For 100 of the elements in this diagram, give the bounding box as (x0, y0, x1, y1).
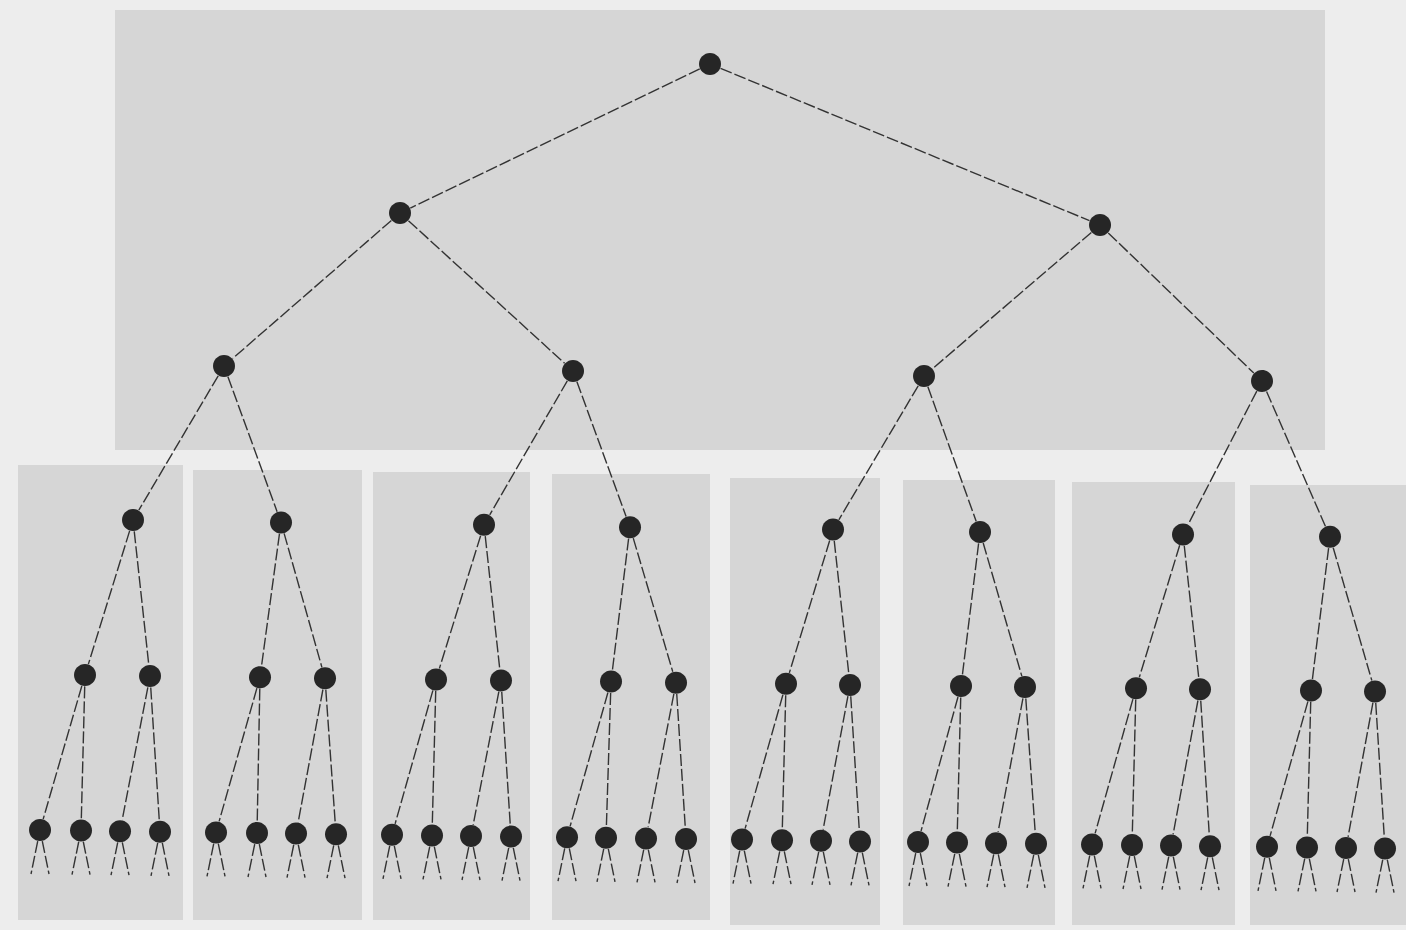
connector-line (1094, 698, 1134, 835)
connector-line (394, 689, 434, 825)
connector-line (557, 847, 566, 882)
connector-line (138, 375, 219, 511)
connector-line (110, 841, 119, 876)
connector-line (781, 694, 787, 830)
connector-line (958, 853, 967, 888)
tree-node (490, 669, 512, 692)
tree-node (205, 821, 227, 844)
connector-line (30, 840, 39, 875)
connector-line (407, 220, 566, 364)
tree-node (285, 822, 307, 845)
connector-line (788, 539, 831, 674)
tree-node (70, 819, 92, 842)
tree-node (1374, 837, 1396, 860)
tree-node (1199, 835, 1221, 858)
connector-line (227, 376, 278, 513)
connector-line (576, 381, 627, 518)
connector-line (80, 685, 86, 820)
connector-line (838, 385, 919, 521)
connector-line (1093, 854, 1102, 890)
connector-line (744, 694, 784, 830)
tree-node (460, 825, 482, 847)
tree-node (1014, 676, 1036, 699)
tree-node (1160, 834, 1182, 857)
connector-line (611, 537, 630, 671)
tree-node (1319, 525, 1341, 548)
tree-node (249, 666, 271, 689)
connector-line (997, 853, 1006, 888)
connector-line (568, 847, 577, 882)
tree-node (969, 521, 991, 543)
connector-line (42, 685, 83, 820)
connector-line (1347, 858, 1356, 893)
tree-node (595, 826, 617, 849)
connector-line (1347, 702, 1374, 838)
tree-node (822, 518, 844, 541)
tree-node (562, 360, 584, 382)
connector-line (325, 688, 336, 824)
connector-line (783, 850, 792, 885)
connector-line (501, 691, 511, 826)
connector-line (1172, 856, 1181, 891)
tree-node (149, 820, 171, 843)
connector-line (1375, 859, 1384, 894)
tree-node (699, 53, 721, 75)
connector-line (743, 850, 752, 885)
connector-line (87, 530, 131, 665)
connector-line (286, 844, 295, 879)
tree-node (381, 823, 403, 846)
tree-node (1121, 834, 1143, 856)
connector-line (861, 851, 870, 887)
connector-line (501, 847, 510, 882)
tree-node (1364, 680, 1386, 703)
connector-line (676, 693, 686, 829)
connector-line (484, 535, 501, 670)
connector-line (1131, 698, 1137, 835)
tree-node (775, 672, 797, 695)
tree-node (635, 827, 657, 850)
connector-line (997, 697, 1024, 833)
tree-node (314, 667, 336, 690)
tree-node (1081, 833, 1103, 856)
tree-node (600, 670, 622, 693)
connector-line (438, 534, 482, 670)
connector-line (719, 67, 1091, 222)
tree-node (122, 509, 144, 531)
tree-node (946, 831, 968, 854)
connector-line (636, 848, 645, 884)
connector-line (986, 853, 995, 888)
tree-node (950, 675, 972, 697)
tree-node (139, 665, 161, 688)
connector-line (217, 842, 226, 878)
tree-node (29, 819, 51, 841)
tree-node (246, 822, 268, 844)
connector-line (41, 840, 50, 875)
connector-line (647, 693, 675, 828)
connector-line (772, 850, 781, 885)
tree-node (74, 664, 96, 686)
connector-line (283, 532, 323, 669)
tree-node (213, 355, 235, 377)
connector-line (218, 687, 258, 823)
connector-line (512, 847, 521, 882)
tree-node (985, 832, 1007, 855)
connector-line (1375, 702, 1385, 838)
tree-node (1189, 678, 1211, 701)
tree-node (1256, 835, 1278, 858)
connector-line (1161, 856, 1170, 891)
connector-line (1183, 545, 1200, 679)
connector-line (605, 692, 612, 828)
connector-line (150, 686, 160, 822)
connector-line (382, 845, 391, 880)
connector-line (676, 849, 685, 884)
connector-line (1187, 390, 1258, 525)
tree-node (810, 829, 832, 852)
connector-line (961, 542, 980, 676)
tree-node (473, 513, 495, 536)
connector-line (422, 845, 431, 881)
tree-node (425, 668, 447, 691)
connector-line (596, 848, 605, 883)
connector-line (433, 845, 442, 881)
connector-line (1257, 857, 1266, 892)
connector-line (931, 231, 1093, 370)
